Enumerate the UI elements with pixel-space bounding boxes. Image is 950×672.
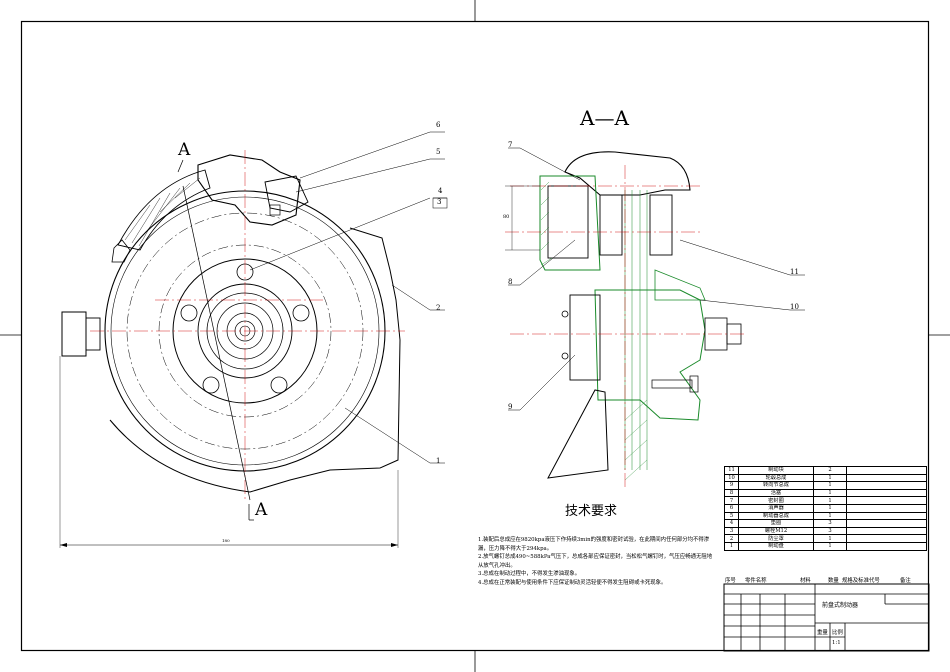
section-view-title: A—A bbox=[580, 106, 629, 130]
bom-header-no: 序号 bbox=[725, 578, 736, 584]
callout-9: 9 bbox=[508, 403, 513, 411]
scale-value: 1:1 bbox=[832, 640, 841, 646]
bom-cell-name: 消声器 bbox=[738, 503, 814, 513]
callout-4: 4 bbox=[438, 187, 443, 195]
bom-header-remark: 备注 bbox=[900, 578, 911, 584]
bom-cell-no: 4 bbox=[724, 519, 739, 528]
weight-label: 重量 bbox=[817, 630, 828, 636]
bom-cell-qty: 3 bbox=[813, 519, 847, 528]
bom-cell-blank bbox=[846, 526, 927, 536]
requirement-1: 1.装配后总成应在9820kpa液压下作持续3min的强度和密封试验，在此期间内… bbox=[478, 537, 710, 552]
bom-cell-blank bbox=[846, 496, 927, 505]
bom-cell-name: 螺栓M12 bbox=[738, 526, 814, 536]
leaders-left bbox=[249, 131, 448, 464]
bom-cell-blank bbox=[846, 473, 927, 483]
bom-header-qty: 数量 bbox=[828, 578, 839, 584]
bom-cell-blank bbox=[846, 481, 927, 490]
bom-cell-blank bbox=[846, 503, 927, 513]
overall-dimension: 180 bbox=[222, 538, 230, 543]
callout-3: 3 bbox=[437, 198, 442, 206]
bom-cell-no: 8 bbox=[724, 488, 739, 498]
technical-requirements-title: 技术要求 bbox=[565, 504, 618, 519]
bom-cell-blank bbox=[846, 519, 927, 528]
bom-cell-qty: 3 bbox=[813, 526, 847, 536]
bom-cell-blank bbox=[846, 534, 927, 543]
bom-cell-qty: 1 bbox=[813, 473, 847, 483]
bom-cell-name: 轮毂总成 bbox=[738, 473, 814, 483]
bom-cell-no: 3 bbox=[724, 526, 739, 536]
section-height-dimension: 80 bbox=[503, 214, 510, 220]
title-block-grid bbox=[723, 583, 930, 652]
leaders-right bbox=[508, 147, 805, 411]
bom-cell-name: 密封圈 bbox=[738, 496, 814, 505]
left-section-mark: A bbox=[178, 140, 191, 160]
bom-cell-name: 转向节总成 bbox=[738, 481, 814, 490]
bom-cell-qty: 1 bbox=[813, 488, 847, 498]
callout-5: 5 bbox=[436, 148, 441, 156]
bom-cell-no: 1 bbox=[724, 541, 739, 551]
bom-cell-no: 5 bbox=[724, 511, 739, 521]
bom-cell-name: 防尘罩 bbox=[738, 534, 814, 543]
requirement-3: 3.总成在制动过程中，不得发生渗油现象。 bbox=[478, 571, 581, 578]
bom-header-standard: 规格及标准代号 bbox=[842, 578, 880, 584]
callout-8: 8 bbox=[508, 278, 513, 286]
section-view-a-a bbox=[505, 151, 745, 490]
bom-cell-name: 制动器总成 bbox=[738, 511, 814, 521]
callout-11: 11 bbox=[790, 268, 799, 276]
bom-cell-name: 制动块 bbox=[738, 466, 814, 475]
bom-header-name: 零件名称 bbox=[745, 578, 767, 584]
bom-cell-qty: 2 bbox=[813, 466, 847, 475]
scale-label: 比例 bbox=[832, 630, 843, 636]
bom-cell-name: 制动盘 bbox=[738, 541, 814, 551]
bom-cell-blank bbox=[846, 511, 927, 521]
callout-2: 2 bbox=[436, 304, 441, 312]
bom-cell-no: 9 bbox=[724, 481, 739, 490]
bottom-section-mark: A bbox=[255, 500, 268, 520]
callout-10: 10 bbox=[790, 303, 799, 311]
callout-7: 7 bbox=[508, 141, 513, 149]
bom-cell-qty: 1 bbox=[813, 534, 847, 543]
bom-cell-qty: 1 bbox=[813, 481, 847, 490]
bom-cell-qty: 1 bbox=[813, 511, 847, 521]
requirement-2: 2.放气螺钉总成490~588kPa气压下，总成各部应保证密封，当松松气螺钉时，… bbox=[478, 554, 713, 569]
callout-1: 1 bbox=[436, 457, 441, 465]
bom-cell-blank bbox=[846, 541, 927, 551]
callout-6: 6 bbox=[436, 121, 441, 129]
requirement-4: 4.总成在正常装配与使用条件下应保证制动灵活轻便不得发生阻碍或卡死现象。 bbox=[478, 579, 667, 586]
technical-requirements: 1.装配后总成应在9820kpa液压下作持续3min的强度和密封试验，在此期间内… bbox=[478, 536, 713, 588]
bom-cell-qty: 1 bbox=[813, 503, 847, 513]
bom-cell-no: 2 bbox=[724, 534, 739, 543]
bom-cell-no: 7 bbox=[724, 496, 739, 505]
front-view-brake bbox=[59, 150, 405, 548]
bom-cell-no: 11 bbox=[724, 466, 739, 475]
drawing-name: 前盘式制动器 bbox=[822, 602, 859, 609]
bom-cell-no: 10 bbox=[724, 473, 739, 483]
bom-cell-blank bbox=[846, 488, 927, 498]
bom-cell-qty: 1 bbox=[813, 541, 847, 551]
bom-cell-name: 活塞 bbox=[738, 488, 814, 498]
bom-cell-name: 垫圈 bbox=[738, 519, 814, 528]
bom-cell-blank bbox=[846, 466, 927, 475]
bom-cell-no: 6 bbox=[724, 503, 739, 513]
bom-header-material: 材料 bbox=[800, 578, 811, 584]
bom-cell-qty: 1 bbox=[813, 496, 847, 505]
